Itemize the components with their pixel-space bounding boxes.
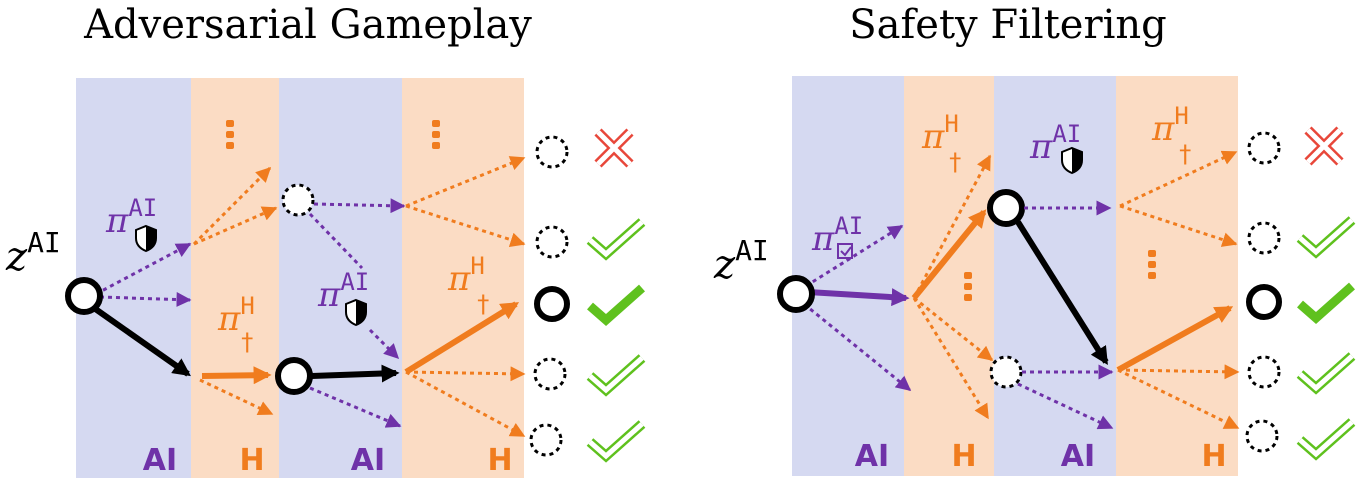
- outcome-node: [1247, 221, 1281, 255]
- right-panel: AI H AI H zAI πAI πH †: [713, 76, 1352, 476]
- dotted-h-arrow: [913, 296, 994, 362]
- dotted-h-arrow: [912, 154, 992, 299]
- human-policy-label: πH: [1151, 102, 1189, 149]
- dotted-ai-arrow: [805, 224, 904, 288]
- outcome-node: [1245, 419, 1279, 453]
- dotted-ai-arrow: [309, 386, 402, 428]
- human-policy-label: πH: [447, 252, 485, 299]
- dotted-ai-arrow: [368, 328, 400, 360]
- column-label-ai: AI: [1061, 439, 1095, 474]
- band-h-2: [402, 78, 524, 478]
- check-icon: [1300, 356, 1352, 388]
- check-icon: [1300, 220, 1352, 252]
- band-ai-1: [792, 76, 904, 476]
- state-node-dotted: [989, 355, 1023, 389]
- shield-icon: [1061, 147, 1083, 174]
- cross-icon: [1308, 130, 1340, 162]
- dotted-ai-arrow: [99, 292, 192, 308]
- shield-icon: [345, 299, 367, 326]
- selected-h-action-arrow: [201, 366, 272, 385]
- cross-icon: [598, 132, 630, 164]
- checkbox-icon: [837, 243, 853, 259]
- column-label-h: H: [1201, 439, 1226, 474]
- dagger-symbol: †: [948, 148, 962, 176]
- check-icon: [590, 288, 642, 320]
- ai-policy-label: πAI: [811, 212, 863, 259]
- column-label-ai: AI: [351, 443, 385, 478]
- dagger-symbol: †: [240, 328, 254, 356]
- dotted-h-arrow: [405, 156, 526, 208]
- column-label-h: H: [951, 439, 976, 474]
- outcome-node: [529, 423, 563, 457]
- outcome-node: [535, 225, 569, 259]
- selected-h-action-arrow: [1116, 305, 1234, 373]
- dotted-h-arrow: [1119, 150, 1238, 208]
- left-title: Adversarial Gameplay: [83, 2, 532, 48]
- outcome-node: [1247, 355, 1281, 389]
- ai-policy-label: πAI: [317, 268, 369, 315]
- outcome-node-selected: [1246, 284, 1282, 320]
- vertical-ellipsis-icon: [964, 272, 972, 301]
- column-label-ai: AI: [143, 443, 177, 478]
- dotted-ai-arrow: [313, 198, 406, 214]
- selected-ai-action-arrow: [1015, 220, 1109, 366]
- ai-policy-label: πAI: [105, 194, 157, 241]
- vertical-ellipsis-icon: [432, 120, 440, 149]
- outcome-node: [535, 135, 569, 169]
- z-ai-label: zAI: [713, 234, 769, 288]
- check-icon: [590, 424, 642, 456]
- band-ai-2: [279, 78, 402, 478]
- outcome-node: [1247, 131, 1281, 165]
- state-node-dotted: [281, 183, 315, 217]
- selected-ai-action-arrow: [92, 305, 191, 377]
- column-label-h: H: [487, 443, 512, 478]
- selected-ai-action-arrow: [311, 364, 400, 383]
- start-node: [777, 275, 815, 313]
- z-ai-label: zAI: [5, 226, 61, 280]
- ai-policy-label: πAI: [1029, 120, 1081, 167]
- dotted-ai-arrow: [803, 302, 912, 392]
- dotted-h-arrow: [1117, 368, 1240, 430]
- dotted-h-arrow: [405, 366, 526, 382]
- state-node: [987, 189, 1025, 227]
- column-label-ai: AI: [855, 439, 889, 474]
- human-policy-label: πH: [921, 110, 959, 157]
- left-panel: AI H AI H zAI πH † πAI: [5, 78, 642, 478]
- vertical-ellipsis-icon: [226, 120, 234, 149]
- dotted-h-arrow: [193, 206, 278, 246]
- outcome-node-selected: [534, 286, 570, 322]
- check-icon: [1300, 422, 1352, 454]
- selected-ai-action-arrow: [807, 288, 910, 307]
- state-node: [275, 357, 313, 395]
- band-h-2: [1116, 76, 1238, 476]
- dagger-symbol: †: [1178, 140, 1192, 168]
- vertical-ellipsis-icon: [1148, 250, 1156, 279]
- dotted-h-arrow: [405, 370, 526, 438]
- dotted-ai-arrow: [95, 242, 192, 296]
- shield-icon: [135, 225, 157, 252]
- start-node: [65, 277, 103, 315]
- right-title: Safety Filtering: [849, 2, 1166, 48]
- human-policy-label: πH: [217, 292, 255, 339]
- dotted-h-arrow: [199, 378, 274, 416]
- dagger-symbol: †: [476, 290, 490, 318]
- dotted-h-arrow: [192, 166, 272, 246]
- selected-h-action-arrow: [911, 209, 987, 300]
- dotted-ai-arrow: [1017, 382, 1114, 430]
- band-h-1: [191, 78, 279, 478]
- selected-h-action-arrow: [404, 301, 520, 375]
- check-icon: [590, 358, 642, 390]
- check-icon: [590, 222, 642, 254]
- column-label-h: H: [239, 443, 264, 478]
- check-icon: [1300, 286, 1352, 318]
- outcome-node: [533, 357, 567, 391]
- band-ai-1: [76, 78, 191, 478]
